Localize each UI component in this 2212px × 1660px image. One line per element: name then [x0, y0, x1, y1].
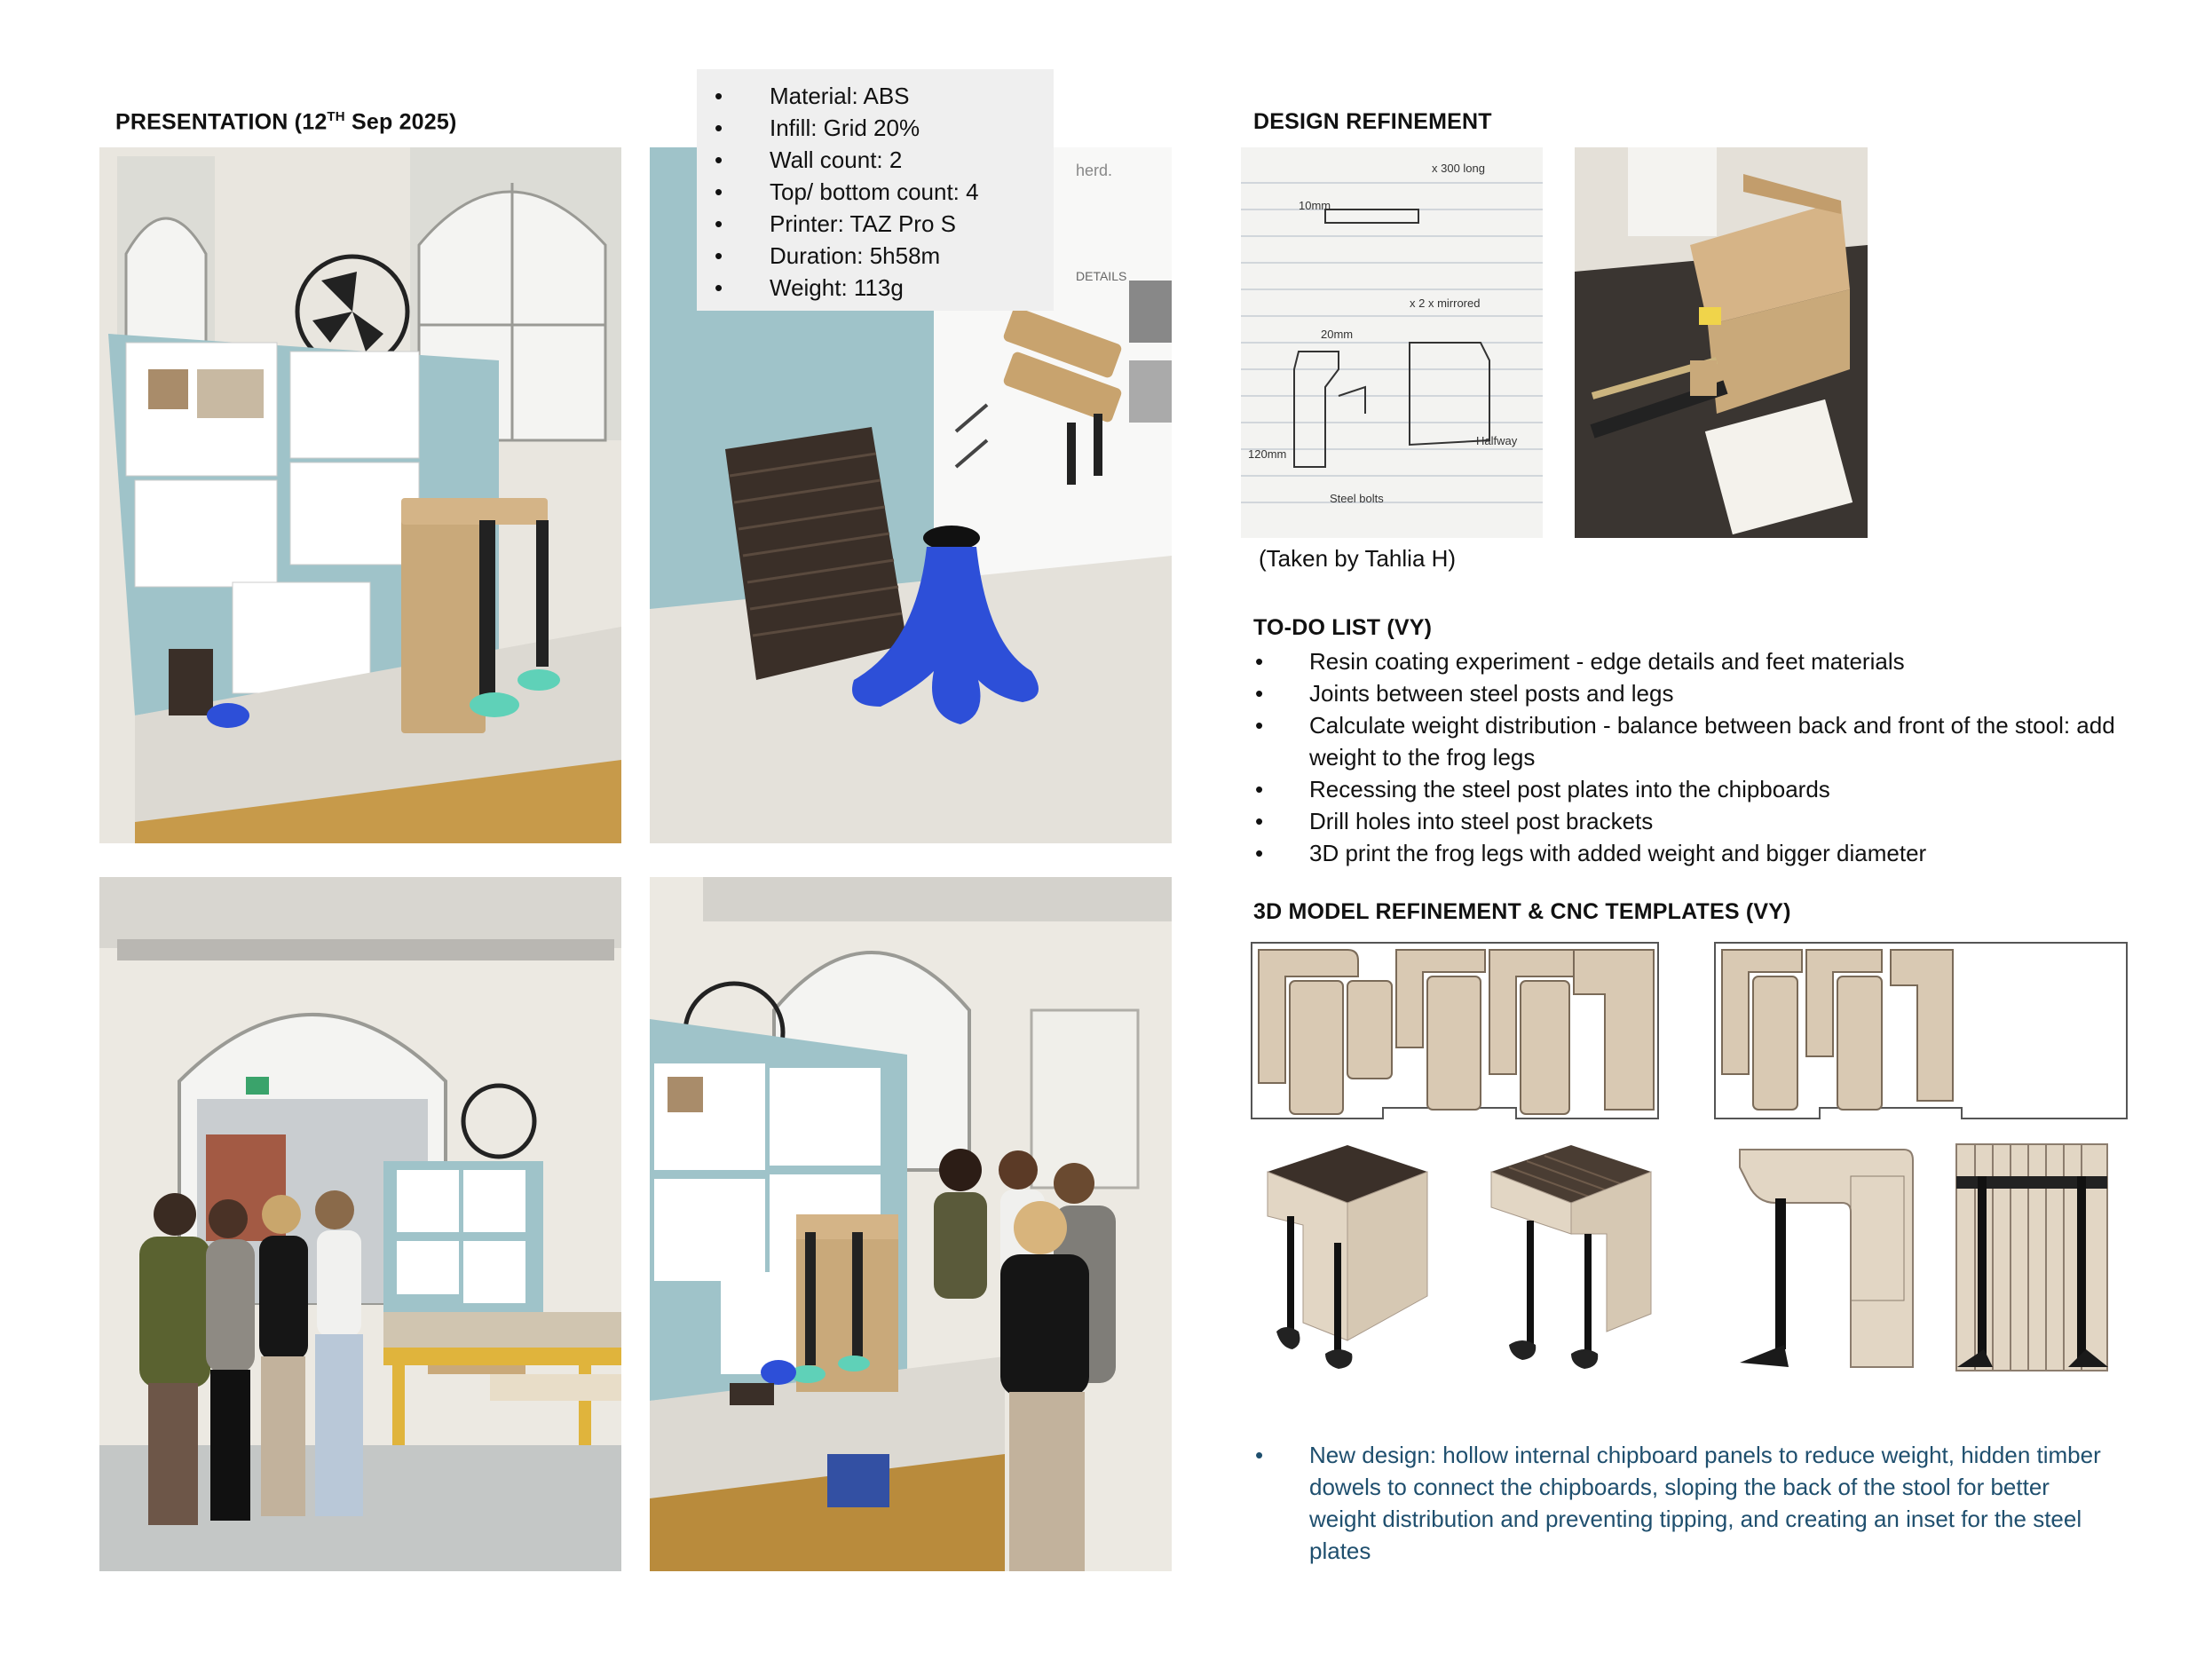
photo-sketch-notebook: x 300 long 10mm Halfway x 2 x mirrored S… — [1241, 147, 1543, 538]
todo-item: 3D print the frog legs with added weight… — [1253, 837, 2141, 869]
sketch-note: 10mm — [1299, 199, 1331, 212]
todo-item: Joints between steel posts and legs — [1253, 677, 2141, 709]
presentation-heading: PRESENTATION (12TH Sep 2025) — [115, 109, 457, 135]
photo-group-with-stool — [650, 877, 1172, 1571]
spec-item: Infill: Grid 20% — [697, 112, 1054, 144]
spec-item: Top/ bottom count: 4 — [697, 176, 1054, 208]
poster-brand-text: herd. — [1076, 162, 1112, 179]
todo-item: Calculate weight distribution - balance … — [1253, 709, 2141, 773]
sketch-note: x 2 x mirrored — [1410, 296, 1480, 310]
sketch-note: 120mm — [1248, 447, 1286, 461]
sketch-caption: (Taken by Tahlia H) — [1259, 545, 1457, 572]
sketch-note: Steel bolts — [1330, 492, 1384, 505]
render-stool-side — [1731, 1141, 1922, 1376]
print-specs-box: Material: ABS Infill: Grid 20% Wall coun… — [697, 69, 1054, 311]
todo-item: Resin coating experiment - edge details … — [1253, 645, 2141, 677]
sketch-note: 20mm — [1321, 328, 1353, 341]
sketch-note: x 300 long — [1432, 162, 1485, 175]
todo-item: Recessing the steel post plates into the… — [1253, 773, 2141, 805]
photo-presentation-stool — [99, 147, 621, 843]
new-design-text: New design: hollow internal chipboard pa… — [1253, 1439, 2105, 1567]
new-design-note: New design: hollow internal chipboard pa… — [1253, 1439, 2105, 1567]
spec-item: Duration: 5h58m — [697, 240, 1054, 272]
render-stool-perspective-2 — [1473, 1136, 1669, 1376]
spec-item: Wall count: 2 — [697, 144, 1054, 176]
poster-details-text: DETAILS — [1076, 269, 1126, 283]
todo-list: Resin coating experiment - edge details … — [1253, 645, 2141, 869]
todo-heading: TO-DO LIST (VY) — [1253, 615, 1433, 640]
design-refinement-heading: DESIGN REFINEMENT — [1253, 109, 1492, 134]
spec-item: Material: ABS — [697, 80, 1054, 112]
photo-group-workshop — [99, 877, 621, 1571]
render-stool-perspective-1 — [1250, 1136, 1445, 1376]
spec-item: Printer: TAZ Pro S — [697, 208, 1054, 240]
todo-item: Drill holes into steel post brackets — [1253, 805, 2141, 837]
model-heading: 3D MODEL REFINEMENT & CNC TEMPLATES (VY) — [1253, 899, 1791, 924]
cnc-template-1 — [1250, 941, 1660, 1123]
photo-model-making — [1575, 147, 1868, 538]
cnc-template-2 — [1713, 941, 2129, 1123]
render-stool-front — [1953, 1141, 2111, 1376]
spec-item: Weight: 113g — [697, 272, 1054, 304]
sketch-note: Halfway — [1476, 434, 1518, 447]
